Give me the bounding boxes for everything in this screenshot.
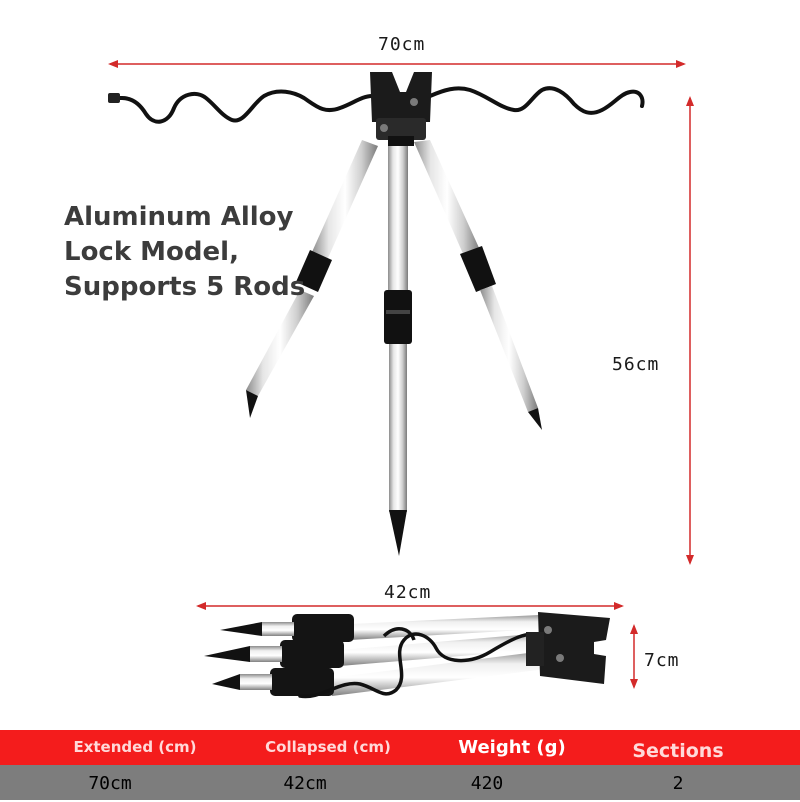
headline-line-2: Lock Model, <box>64 237 239 267</box>
tripod-leg-center <box>384 146 412 556</box>
rod-rest-wire <box>110 86 645 124</box>
folded-length-label: 42cm <box>384 582 432 603</box>
headline-line-3: Supports 5 Rods <box>64 272 306 302</box>
value-weight: 420 <box>470 773 504 794</box>
tripod-leg-right <box>414 140 542 430</box>
header-collapsed: Collapsed (cm) <box>265 738 391 756</box>
height-dimension <box>686 96 694 565</box>
spec-header-row: Extended (cm) Collapsed (cm) Weight (g) … <box>0 730 800 765</box>
value-sections: 2 <box>672 773 684 794</box>
tripod-head <box>370 72 432 146</box>
value-extended: 70cm <box>88 773 132 794</box>
product-headline: Aluminum Alloy Lock Model, Supports 5 Ro… <box>64 200 305 305</box>
spec-table: Extended (cm) Collapsed (cm) Weight (g) … <box>0 730 800 800</box>
wire-end-cap <box>108 93 120 103</box>
value-collapsed: 42cm <box>283 773 327 794</box>
folded-thickness-label: 7cm <box>644 650 680 671</box>
top-width-label: 70cm <box>378 34 426 55</box>
folded-length-dimension <box>196 602 624 610</box>
spec-value-row: 70cm 42cm 420 2 <box>0 765 800 800</box>
folded-tripod <box>204 612 610 699</box>
folded-thickness-dimension <box>630 624 638 689</box>
top-width-dimension <box>108 60 686 68</box>
header-sections: Sections <box>632 740 724 762</box>
headline-line-1: Aluminum Alloy <box>64 202 294 232</box>
height-label: 56cm <box>612 354 660 375</box>
header-weight: Weight (g) <box>458 737 566 758</box>
header-extended: Extended (cm) <box>73 738 197 756</box>
tripod-leg-left <box>246 140 378 418</box>
